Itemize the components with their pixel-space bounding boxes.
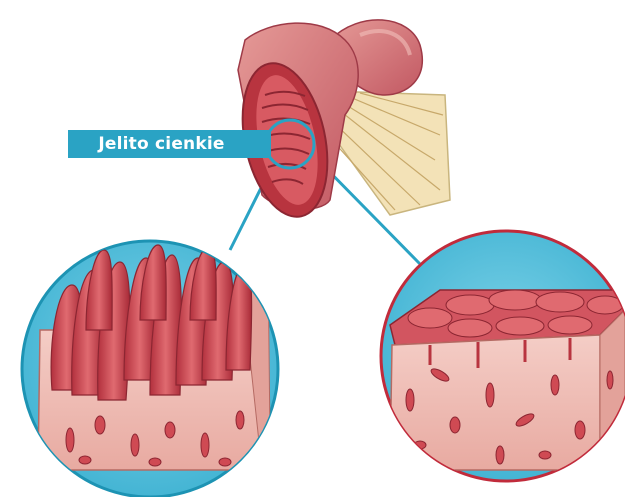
right-detail-circle xyxy=(381,231,625,481)
organ-label: Jelito cienkie xyxy=(68,130,271,158)
organ-label-text: Jelito cienkie xyxy=(98,134,224,154)
left-detail-circle xyxy=(22,241,278,497)
